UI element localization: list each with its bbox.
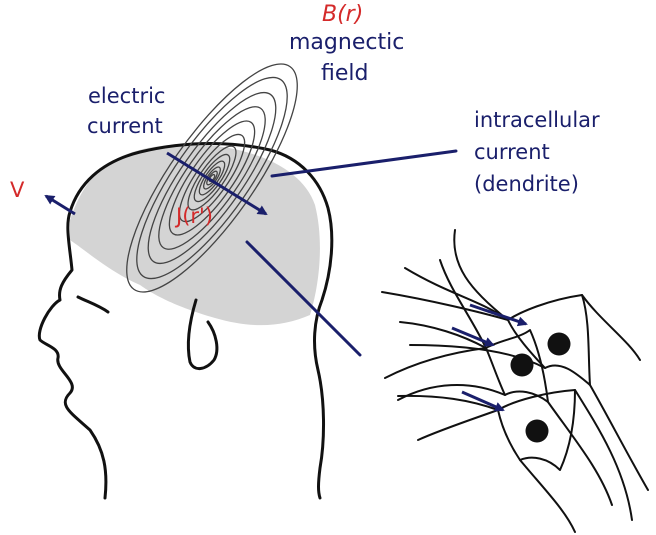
- pyramidal-neurons: [382, 230, 648, 532]
- magnetic-field-label-line2: field: [321, 61, 368, 87]
- neuron-2-nucleus: [511, 354, 534, 377]
- electric-current-label-line2: current: [87, 114, 163, 139]
- eye-line: [78, 297, 108, 312]
- potential-symbol: V: [10, 178, 24, 203]
- intracellular-label-line3: (dendrite): [474, 172, 579, 197]
- dendrite-current-arrow-2: [452, 328, 493, 345]
- neuron-3-nucleus: [526, 420, 549, 443]
- electric-current-label-line1: electric: [88, 84, 165, 109]
- intracellular-label-line2: current: [474, 140, 550, 165]
- b-field-symbol: B(r): [322, 2, 363, 28]
- neuron-3-dendrites: [398, 390, 632, 532]
- neuron-1-nucleus: [548, 333, 571, 356]
- intracellular-label-line1: intracellular: [474, 108, 600, 133]
- current-density-symbol: J(r'): [176, 204, 213, 229]
- magnetic-field-label-line1: magnectic: [289, 30, 404, 56]
- potential-arrow: [46, 196, 75, 214]
- neuron-2-dendrites: [385, 260, 612, 505]
